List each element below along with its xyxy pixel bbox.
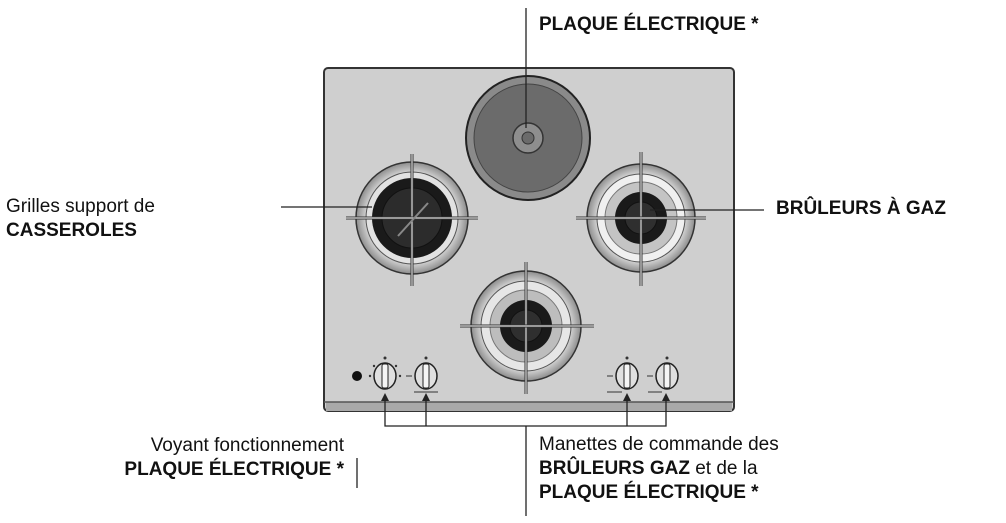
electric-plate bbox=[465, 75, 591, 201]
label-grates-line1: Grilles support de bbox=[6, 196, 155, 217]
label-controls-line1: Manettes de commande des bbox=[539, 434, 779, 455]
label-indicator: Voyant fonctionnement PLAQUE ÉLECTRIQUE … bbox=[0, 434, 344, 482]
gas-burner-center bbox=[460, 262, 594, 394]
label-grates-line2: CASSEROLES bbox=[6, 220, 137, 241]
indicator-light-icon bbox=[352, 371, 362, 381]
label-controls-line2-bold: BRÛLEURS GAZ bbox=[539, 458, 690, 479]
label-controls-line3: PLAQUE ÉLECTRIQUE * bbox=[539, 482, 759, 503]
label-electric-plate: PLAQUE ÉLECTRIQUE * bbox=[539, 14, 759, 35]
knob-icon[interactable] bbox=[607, 356, 639, 393]
knob-icon[interactable] bbox=[406, 356, 438, 393]
label-indicator-line2: PLAQUE ÉLECTRIQUE * bbox=[124, 459, 344, 480]
knob-icon[interactable] bbox=[647, 356, 679, 393]
label-grates: Grilles support de CASSEROLES bbox=[6, 195, 155, 243]
label-controls-line2: BRÛLEURS GAZ et de la bbox=[539, 457, 779, 481]
leader-arrows bbox=[381, 393, 670, 401]
gas-burner-left bbox=[346, 154, 478, 286]
label-indicator-line1: Voyant fonctionnement bbox=[150, 435, 344, 456]
leader-lines bbox=[281, 8, 764, 516]
label-controls: Manettes de commande des BRÛLEURS GAZ et… bbox=[539, 433, 779, 505]
gas-burner-right bbox=[576, 152, 706, 286]
knob-icon[interactable] bbox=[368, 356, 402, 390]
label-gas-burners: BRÛLEURS À GAZ bbox=[776, 198, 946, 219]
label-controls-line2-rest: et de la bbox=[689, 458, 758, 479]
